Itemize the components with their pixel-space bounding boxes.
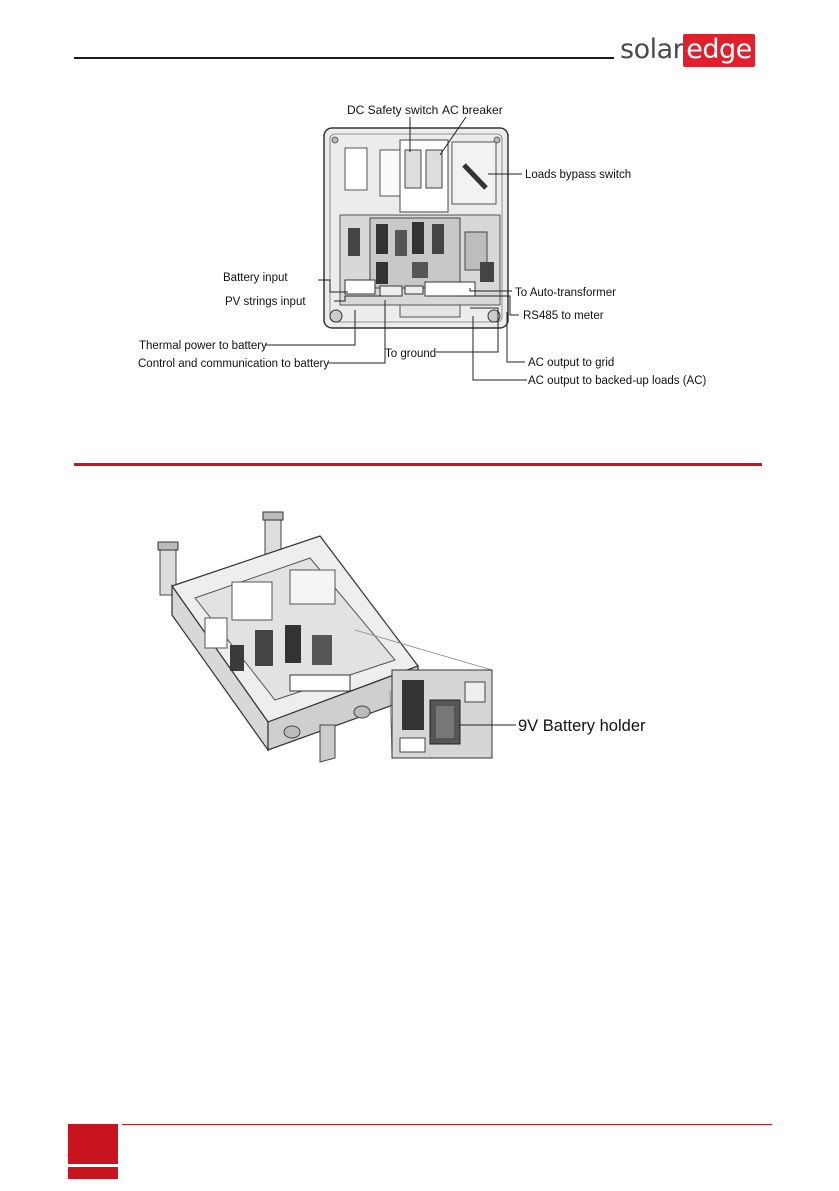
label-loads-bypass-switch: Loads bypass switch	[525, 169, 631, 181]
label-dc-safety-switch: DC Safety switch	[347, 103, 438, 117]
label-to-auto-transformer: To Auto-transformer	[515, 287, 616, 299]
footer-rule	[122, 1124, 772, 1125]
label-ac-breaker: AC breaker	[442, 103, 503, 117]
enclosure-diagram: DC Safety switch AC breaker Loads bypass…	[0, 0, 839, 460]
label-to-ground: To ground	[385, 348, 436, 360]
label-control-communication: Control and communication to battery	[138, 358, 329, 370]
label-pv-strings-input: PV strings input	[225, 296, 306, 308]
footer-red-strip	[68, 1167, 118, 1179]
battery-holder-figure: 9V Battery holder	[0, 500, 839, 780]
footer-red-block	[68, 1124, 118, 1164]
label-ac-output-grid: AC output to grid	[528, 357, 614, 369]
label-rs485-to-meter: RS485 to meter	[523, 310, 604, 322]
label-battery-input: Battery input	[223, 272, 288, 284]
section-divider	[74, 463, 762, 466]
label-ac-output-backed-up: AC output to backed-up loads (AC)	[528, 375, 707, 387]
label-9v-battery-holder: 9V Battery holder	[518, 717, 646, 735]
label-thermal-power: Thermal power to battery	[139, 340, 267, 352]
